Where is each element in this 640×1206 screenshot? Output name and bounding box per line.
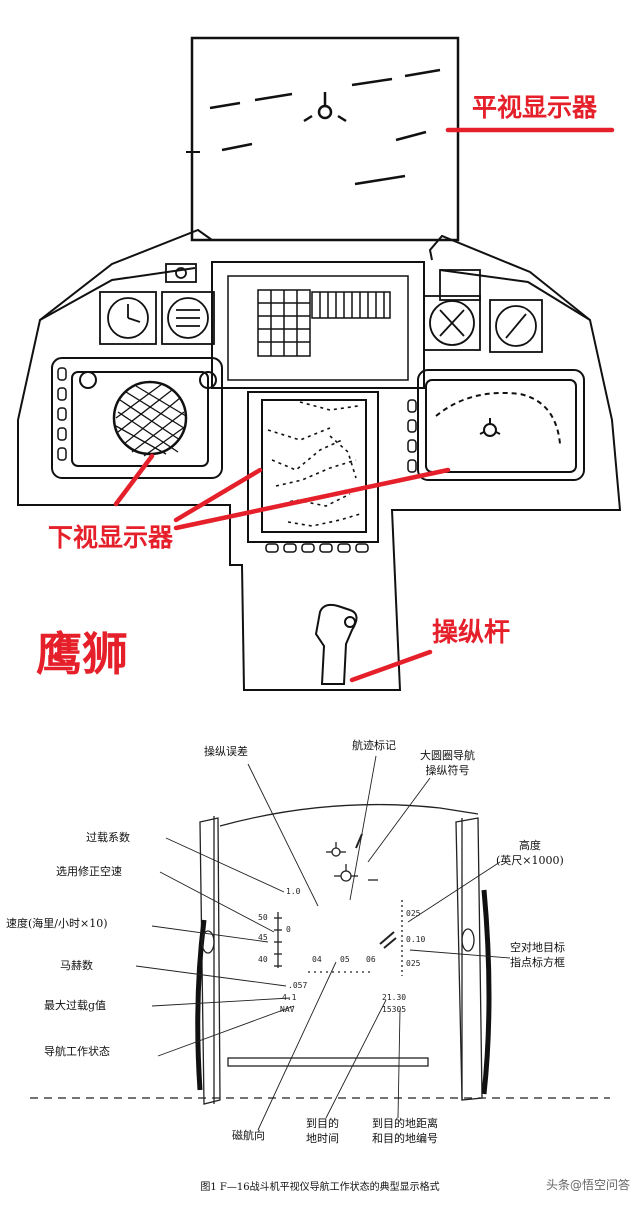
label-nav-state: 导航工作状态 bbox=[44, 1045, 110, 1058]
aircraft-name: 鹰狮 bbox=[36, 627, 128, 681]
label-distance-line1: 到目的地距离 bbox=[372, 1117, 438, 1130]
label-selected-airspeed: 选用修正空速 bbox=[56, 865, 122, 878]
label-altitude-line2: (英尺×1000) bbox=[496, 854, 564, 867]
mach-value: .057 bbox=[288, 981, 307, 990]
gauges-right bbox=[423, 269, 543, 353]
label-load-factor: 过载系数 bbox=[86, 831, 130, 844]
left-mfd-buttons bbox=[57, 367, 67, 461]
ufc-panel bbox=[211, 261, 425, 389]
hud-symbology bbox=[209, 68, 441, 186]
label-distance-to-destination: 到目的地距离 和目的地编号 bbox=[372, 1116, 438, 1146]
right-pillar bbox=[455, 817, 483, 1101]
right-mfd bbox=[417, 369, 585, 481]
label-great-circle-line2: 操纵符号 bbox=[425, 764, 470, 777]
gauges-left bbox=[99, 263, 215, 345]
speed-value-lo: 40 bbox=[258, 955, 268, 964]
hud-format-diagram bbox=[30, 755, 610, 1131]
label-speed: 速度(海里/小时×10) bbox=[6, 917, 108, 930]
leader-lines bbox=[135, 755, 511, 1131]
hud-readouts: 1.0 50 45 40 0 04 05 06 025 0.10 025 .05… bbox=[258, 887, 425, 1014]
time-to-destination-value: 21.30 bbox=[382, 993, 406, 1002]
red-pointers bbox=[113, 127, 615, 683]
label-max-g: 最大过载g值 bbox=[44, 999, 107, 1012]
heading-mid-value: 05 bbox=[340, 955, 350, 964]
figure-caption: 图1 F—16战斗机平视仪导航工作状态的典型显示格式 bbox=[200, 1182, 440, 1193]
control-stick bbox=[314, 603, 358, 685]
label-time-line1: 到目的 bbox=[306, 1117, 339, 1130]
label-target-box-line2: 指点标方框 bbox=[510, 956, 565, 969]
hud-glass bbox=[190, 36, 460, 242]
radar-scope bbox=[112, 380, 188, 457]
cockpit-sketch bbox=[17, 36, 622, 691]
speed-bug-value: 0 bbox=[286, 925, 291, 934]
max-g-value: 4.1 bbox=[282, 993, 297, 1002]
center-mfd-dots bbox=[267, 401, 361, 527]
center-mfd-buttons bbox=[265, 543, 369, 553]
mfd-label: 下视显示器 bbox=[48, 523, 174, 552]
label-distance-line2: 和目的地编号 bbox=[372, 1132, 438, 1145]
label-time-line2: 地时间 bbox=[306, 1132, 339, 1145]
hud-label: 平视显示器 bbox=[472, 93, 598, 122]
center-mfd bbox=[247, 391, 379, 543]
heading-left-value: 04 bbox=[312, 955, 322, 964]
load-factor-value: 1.0 bbox=[286, 887, 301, 896]
label-altitude: 高度 (英尺×1000) bbox=[496, 838, 564, 868]
label-great-circle: 大圆圈导航 操纵符号 bbox=[420, 748, 475, 778]
heading-right-value: 06 bbox=[366, 955, 376, 964]
label-target-box-line1: 空对地目标 bbox=[510, 941, 565, 954]
watermark: 头条@悟空问答 bbox=[545, 1178, 630, 1192]
label-altitude-line1: 高度 bbox=[518, 839, 541, 852]
label-magnetic-heading: 磁航向 bbox=[232, 1129, 265, 1142]
label-great-circle-line1: 大圆圈导航 bbox=[420, 749, 475, 762]
nav-mode-value: NAV bbox=[280, 1005, 295, 1014]
stick-label: 操纵杆 bbox=[432, 618, 511, 648]
label-mach: 马赫数 bbox=[60, 959, 93, 972]
right-mfd-buttons bbox=[407, 399, 417, 473]
label-steering-error: 操纵误差 bbox=[204, 745, 248, 758]
altitude-value-mid: 0.10 bbox=[406, 935, 425, 944]
speed-value-hi: 50 bbox=[258, 913, 268, 922]
distance-to-destination-value: 15305 bbox=[382, 1005, 406, 1014]
label-target-box: 空对地目标 指点标方框 bbox=[510, 940, 565, 970]
altitude-value-lo: 025 bbox=[406, 959, 421, 968]
speed-value-mid: 45 bbox=[258, 933, 268, 942]
nav-arc bbox=[435, 391, 561, 445]
altitude-value-hi: 025 bbox=[406, 909, 421, 918]
label-time-to-destination: 到目的 地时间 bbox=[306, 1116, 339, 1146]
left-pillar bbox=[199, 817, 221, 1105]
ufc-keys bbox=[257, 289, 391, 357]
label-track-mark: 航迹标记 bbox=[352, 739, 396, 752]
